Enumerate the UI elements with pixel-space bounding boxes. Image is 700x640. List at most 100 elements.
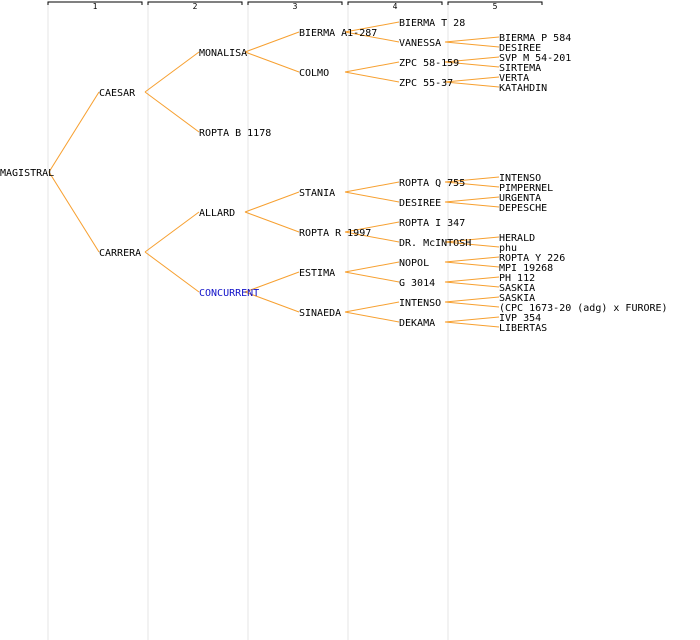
generation-bracket [447, 1, 543, 5]
pedigree-node: ROPTA Y 226 [499, 253, 565, 264]
pedigree-node: phu [499, 243, 517, 254]
pedigree-node: BIERMA T 28 [399, 18, 465, 29]
pedigree-node: VANESSA [399, 38, 441, 49]
pedigree-node: ZPC 55-37 [399, 78, 453, 89]
tree-edge [244, 291, 300, 313]
pedigree-node: KATAHDIN [499, 83, 547, 94]
tree-edge [444, 56, 500, 63]
pedigree-node: SIRTEMA [499, 63, 541, 74]
pedigree-node: INTENSO [399, 298, 441, 309]
pedigree-node: SINAEDA [299, 308, 341, 319]
tree-edge [244, 211, 300, 233]
tree-edge [444, 296, 500, 303]
tree-edge [444, 41, 500, 48]
pedigree-node: ROPTA B 1178 [199, 128, 271, 139]
tree-edge [344, 191, 400, 203]
tree-edge [344, 61, 400, 73]
pedigree-node: ALLARD [199, 208, 235, 219]
pedigree-node: CAESAR [99, 88, 136, 99]
pedigree-node: SASKIA [499, 283, 535, 294]
tree-edge [144, 211, 200, 253]
pedigree-node: COLMO [299, 68, 329, 79]
pedigree-node: MAGISTRAL [0, 168, 54, 179]
tree-edge [444, 76, 500, 83]
generation-headers: 1 2 3 4 5 [47, 1, 543, 11]
pedigree-node: DEPESCHE [499, 203, 547, 214]
tree-edge [48, 91, 100, 173]
tree-edge [444, 301, 500, 308]
pedigree-node: DESIREE [499, 43, 541, 54]
pedigree-node: PH 112 [499, 273, 535, 284]
pedigree-node: ROPTA Q 755 [399, 178, 465, 189]
pedigree-node: BIERMA A1-287 [299, 28, 377, 39]
generation-label: 5 [493, 2, 498, 11]
tree-edge [244, 271, 300, 293]
pedigree-node: ZPC 58-159 [399, 58, 459, 69]
tree-edge [344, 231, 400, 243]
tree-edge [444, 261, 500, 268]
tree-edge [244, 31, 300, 53]
pedigree-node: DEKAMA [399, 318, 435, 329]
tree-edge [344, 71, 400, 83]
generation-bracket [347, 1, 443, 5]
pedigree-node: ESTIMA [299, 268, 335, 279]
tree-edge [344, 271, 400, 283]
pedigree-node-link[interactable]: CONCURRENT [199, 288, 259, 299]
pedigree-node: G 3014 [399, 278, 435, 289]
tree-edge [444, 176, 500, 183]
tree-edge [144, 251, 200, 293]
pedigree-node: (CPC 1673-20 (adg) x FURORE) [499, 303, 668, 314]
tree-edge [344, 21, 400, 33]
tree-edge [444, 181, 500, 188]
pedigree-node: ROPTA I 347 [399, 218, 465, 229]
tree-edge [444, 36, 500, 43]
tree-edge [444, 201, 500, 208]
pedigree-node: URGENTA [499, 193, 541, 204]
pedigree-node: SVP M 54-201 [499, 53, 571, 64]
generation-label: 3 [293, 2, 298, 11]
pedigree-node: NOPOL [399, 258, 429, 269]
pedigree-node: DR. McINTOSH [399, 238, 471, 249]
generation-bracket [147, 1, 243, 5]
generation-bracket [247, 1, 343, 5]
tree-edge [444, 81, 500, 88]
tree-edge [244, 51, 300, 73]
pedigree-node: INTENSO [499, 173, 541, 184]
generation-label: 1 [93, 2, 98, 11]
pedigree-node: VERTA [499, 73, 529, 84]
tree-edge [244, 191, 300, 213]
pedigree-node: MONALISA [199, 48, 247, 59]
tree-edge [444, 256, 500, 263]
pedigree-node: ROPTA R 1997 [299, 228, 371, 239]
tree-edge [344, 261, 400, 273]
pedigree-node: LIBERTAS [499, 323, 547, 334]
tree-edge [344, 301, 400, 313]
pedigree-node: HERALD [499, 233, 535, 244]
tree-edges [48, 21, 500, 328]
tree-edge [444, 196, 500, 203]
tree-edge [144, 51, 200, 93]
tree-edge [48, 171, 100, 253]
tree-edge [344, 221, 400, 233]
tree-edge [444, 241, 500, 248]
tree-edge [444, 316, 500, 323]
generation-bracket [47, 1, 143, 5]
pedigree-node: IVP 354 [499, 313, 541, 324]
generation-label: 4 [393, 2, 398, 11]
tree-edge [444, 236, 500, 243]
tree-edge [444, 276, 500, 283]
tree-edge [444, 61, 500, 68]
tree-edge [444, 281, 500, 288]
tree-edge [144, 91, 200, 133]
generation-label: 2 [193, 2, 198, 11]
pedigree-node: PIMPERNEL [499, 183, 553, 194]
tree-edge [344, 181, 400, 193]
pedigree-node: MPI 19268 [499, 263, 553, 274]
tree-edge [444, 321, 500, 328]
pedigree-node: DESIREE [399, 198, 441, 209]
tree-edge [344, 31, 400, 43]
pedigree-node: STANIA [299, 188, 335, 199]
tree-edge [344, 311, 400, 323]
